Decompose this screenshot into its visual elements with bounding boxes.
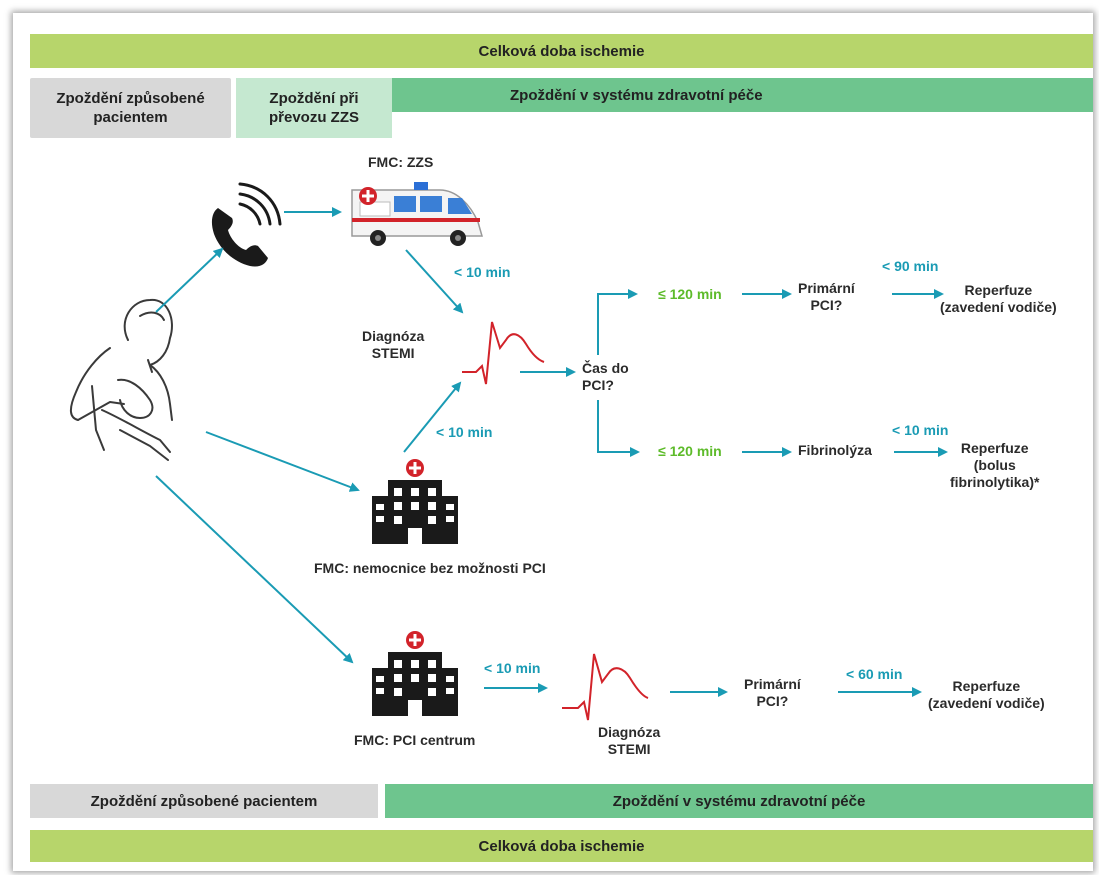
time-centre-to-diagnosis: < 10 min: [484, 660, 541, 676]
diagram-frame: [13, 13, 1093, 871]
reperfusion-label-2: Reperfuze (zavedení vodiče): [928, 678, 1045, 711]
arrow-hospital-to-diagnosis: [403, 381, 462, 453]
time-upper-branch: ≤ 120 min: [658, 286, 722, 302]
fmc-zzs-label: FMC: ZZS: [368, 154, 434, 170]
system-delay-bar-top: Zpoždění v systému zdravotní péče: [392, 78, 1093, 112]
primary-pci-label-2: Primární PCI?: [744, 676, 801, 709]
transport-delay-label: Zpoždění při převozu ZZS: [268, 90, 359, 126]
reperfusion-label-1: Reperfuze (zavedení vodiče): [940, 282, 1057, 315]
arrow-ambulance-to-diagnosis: [405, 249, 464, 314]
bottom-total-ischemia-bar: Celková doba ischemie: [30, 830, 1093, 862]
fibrinolysis-label: Fibrinolýza: [798, 442, 872, 458]
top-total-ischemia-bar: Celková doba ischemie: [30, 34, 1093, 68]
diagnosis-stemi-label-1: Diagnóza STEMI: [362, 328, 425, 361]
diagnosis-stemi-label-2: Diagnóza STEMI: [598, 724, 661, 757]
patient-delay-label: Zpoždění způsobené pacientem: [56, 90, 205, 126]
ecg-icon: [562, 653, 649, 721]
system-delay-bar-bottom: Zpoždění v systému zdravotní péče: [385, 784, 1093, 818]
ecg-icon: [462, 321, 545, 385]
hospital-icon: [372, 459, 458, 544]
primary-pci-label-1: Primární PCI?: [798, 280, 855, 313]
ambulance-icon: [351, 182, 483, 246]
arrow-patient-to-pci-centre: [155, 475, 354, 664]
time-fibrinolysis-to-reperfusion: < 10 min: [892, 422, 949, 438]
time-pci-to-reperfusion: < 90 min: [882, 258, 939, 274]
time-lower-branch: ≤ 120 min: [658, 443, 722, 459]
time-ambulance-to-diagnosis: < 10 min: [454, 264, 511, 280]
time-to-pci-label: Čas do PCI?: [582, 360, 629, 393]
hospital-icon: [372, 631, 458, 716]
phone-icon: [211, 182, 282, 267]
patient-delay-bar-bottom: Zpoždění způsobené pacientem: [30, 784, 378, 818]
reperfusion-bolus-label: Reperfuze (bolus fibrinolytika)*: [950, 440, 1040, 490]
arrow-patient-to-phone: [155, 247, 224, 313]
fmc-pci-centre-label: FMC: PCI centrum: [354, 732, 476, 748]
time-hospital-to-diagnosis: < 10 min: [436, 424, 493, 440]
transport-delay-bar: Zpoždění při převozu ZZS: [236, 78, 392, 138]
arrow-patient-to-hospital: [205, 431, 360, 492]
fmc-no-pci-label: FMC: nemocnice bez možnosti PCI: [314, 560, 546, 576]
patient-chest-pain-icon: [70, 298, 173, 461]
patient-delay-bar-top: Zpoždění způsobené pacientem: [30, 78, 231, 138]
time-centre-pci-to-reperfusion: < 60 min: [846, 666, 903, 682]
